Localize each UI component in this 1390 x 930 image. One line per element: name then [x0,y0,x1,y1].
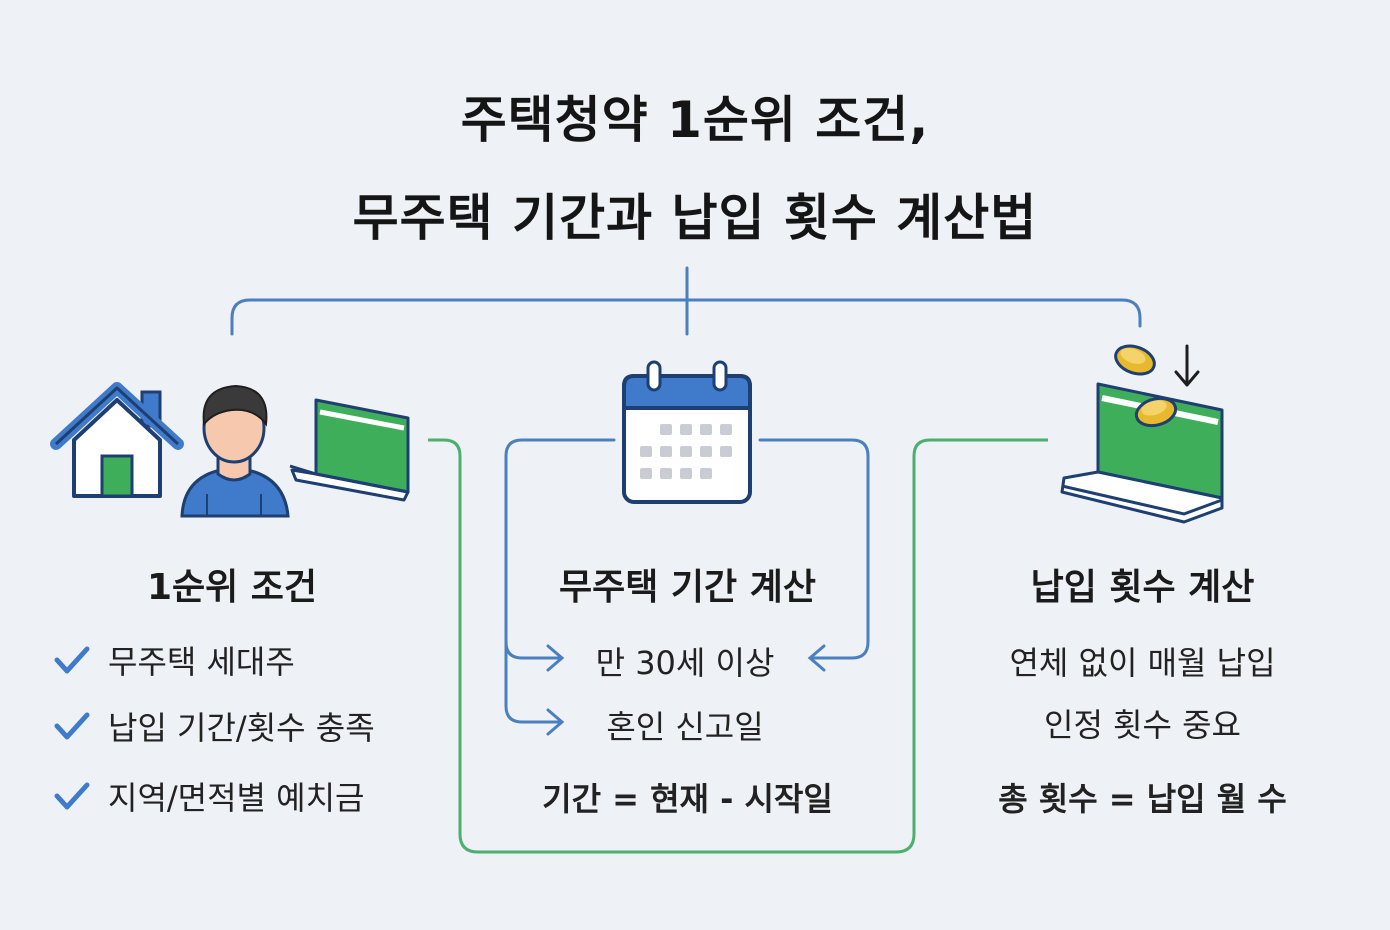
right-heading: 납입 횟수 계산 [1030,567,1255,608]
check-item-label: 납입 기간/횟수 충족 [108,709,375,747]
check-item: 납입 기간/횟수 충족 [54,706,375,747]
middle-heading: 무주택 기간 계산 [559,567,816,608]
right-item-count: 인정 횟수 중요 [1044,706,1241,744]
middle-bracket [504,438,870,736]
coin-icon [1114,344,1156,376]
left-heading: 1순위 조건 [146,567,318,608]
check-item-label: 지역/면적별 예치금 [108,779,365,817]
coin-icon-2 [1134,396,1178,428]
check-item: 무주택 세대주 [54,640,295,681]
top-connector [230,266,1142,336]
arrow-down-icon [1174,344,1200,387]
bottom-connector [428,438,1048,854]
check-item-label: 무주택 세대주 [108,643,295,681]
check-icon [54,782,90,810]
title-line-1: 주택청약 1순위 조건, [460,91,930,149]
check-icon [54,646,90,674]
house-icon [50,382,184,498]
middle-item-age: 만 30세 이상 [595,644,775,682]
right-formula: 총 횟수 = 납입 월 수 [998,780,1287,818]
bankbook-large-icon [1060,382,1224,524]
middle-formula: 기간 = 현재 - 시작일 [542,780,833,818]
check-icon [54,712,90,740]
right-item-monthly: 연체 없이 매월 납입 [1009,644,1276,682]
middle-item-marriage: 혼인 신고일 [606,708,764,746]
check-item: 지역/면적별 예치금 [54,776,365,817]
bankbook-icon [289,398,410,502]
calendar-icon [622,360,752,504]
person-icon [180,384,290,518]
title-line-2: 무주택 기간과 납입 횟수 계산법 [352,189,1038,247]
